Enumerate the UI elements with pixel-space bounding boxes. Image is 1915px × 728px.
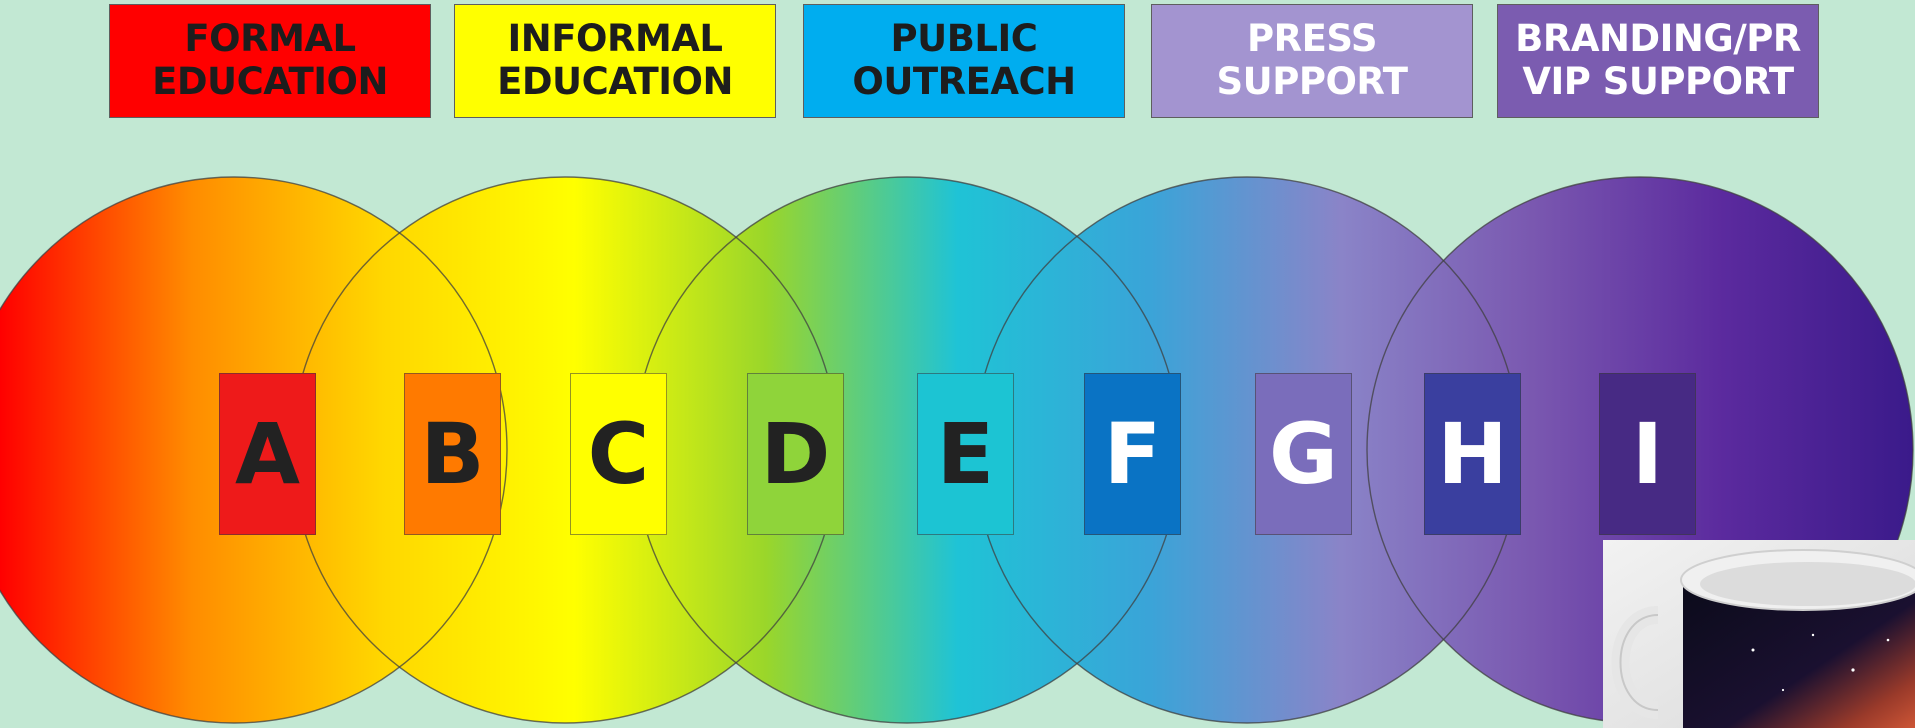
- letter-box-i: I: [1599, 373, 1696, 535]
- letter-label: A: [234, 405, 300, 503]
- letter-box-g: G: [1255, 373, 1352, 535]
- category-press-support: PRESS SUPPORT: [1151, 4, 1473, 118]
- letter-label: F: [1103, 405, 1162, 503]
- letter-box-h: H: [1424, 373, 1521, 535]
- category-label: BRANDING/PR VIP SUPPORT: [1515, 17, 1801, 103]
- letter-box-b: B: [404, 373, 501, 535]
- letter-label: I: [1631, 405, 1664, 503]
- circle-formal-education: [0, 176, 508, 724]
- letter-label: G: [1269, 405, 1338, 503]
- category-branding-vip-support: BRANDING/PR VIP SUPPORT: [1497, 4, 1819, 118]
- category-label: PUBLIC OUTREACH: [852, 17, 1076, 103]
- letter-box-d: D: [747, 373, 844, 535]
- category-label: FORMAL EDUCATION: [152, 17, 388, 103]
- letter-label: C: [587, 405, 650, 503]
- category-public-outreach: PUBLIC OUTREACH: [803, 4, 1125, 118]
- letter-label: D: [760, 405, 831, 503]
- letter-box-e: E: [917, 373, 1014, 535]
- category-formal-education: FORMAL EDUCATION: [109, 4, 431, 118]
- category-label: PRESS SUPPORT: [1216, 17, 1408, 103]
- category-informal-education: INFORMAL EDUCATION: [454, 4, 776, 118]
- letter-box-c: C: [570, 373, 667, 535]
- category-label: INFORMAL EDUCATION: [497, 17, 733, 103]
- letter-label: E: [936, 405, 995, 503]
- letter-box-f: F: [1084, 373, 1181, 535]
- letter-box-a: A: [219, 373, 316, 535]
- mug-image: [1603, 540, 1915, 728]
- mug-photo: [1603, 540, 1915, 728]
- letter-label: B: [420, 405, 485, 503]
- letter-label: H: [1437, 405, 1508, 503]
